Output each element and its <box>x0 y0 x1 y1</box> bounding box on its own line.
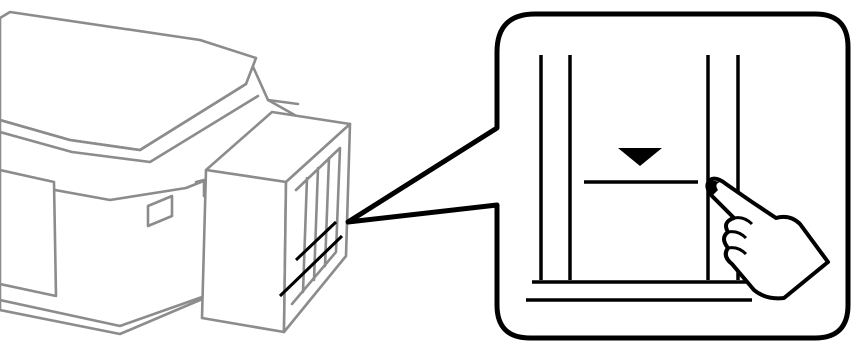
triangle-down-icon <box>618 148 662 166</box>
printer-illustration <box>0 10 302 336</box>
callout-outline <box>345 11 851 341</box>
scanner-lid-edge <box>0 82 248 152</box>
ink-tank-divider-3 <box>323 156 331 268</box>
ink-level-line-lower <box>278 234 344 298</box>
printer-side-step <box>146 194 174 228</box>
ink-level-line-upper <box>294 220 338 262</box>
ink-tank-unit <box>200 110 352 334</box>
ink-tank-front <box>200 168 288 334</box>
scanner-lid-rim <box>0 94 260 164</box>
fingertip <box>707 180 720 196</box>
hand-finger-creases <box>727 216 754 256</box>
printer-front-panel <box>0 168 58 298</box>
printer-side-lines <box>194 98 300 198</box>
pointing-hand-icon <box>705 176 830 301</box>
hand-shape <box>705 176 830 301</box>
printer-bottom-edge <box>0 294 207 328</box>
